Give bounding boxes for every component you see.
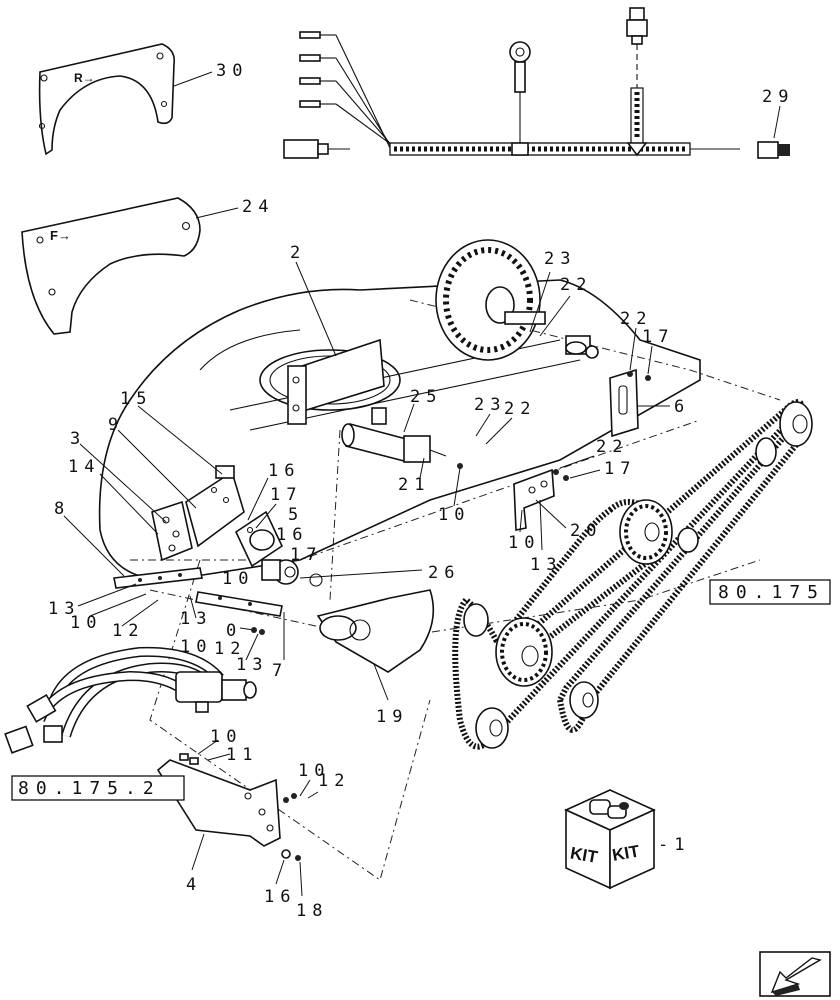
- part-30-rear-shield: R→: [38, 43, 213, 156]
- callout-5: 5: [288, 505, 304, 525]
- harness-pins: [299, 31, 397, 149]
- ref-left-label[interactable]: 80.175.2: [18, 778, 161, 799]
- callout-10c: 10: [222, 569, 254, 589]
- callout-8: 8: [54, 499, 70, 519]
- callout-2: 2: [290, 243, 306, 263]
- sprocket-small-left: [463, 603, 489, 637]
- callout-12a: 12: [112, 621, 144, 641]
- callout-13c: 13: [180, 609, 212, 629]
- sensor-connector: [626, 7, 648, 157]
- callout-22c: 22: [504, 399, 536, 419]
- arrow-next-page-icon[interactable]: [759, 951, 831, 997]
- callout-3: 3: [70, 429, 86, 449]
- callout-6: 6: [674, 397, 690, 417]
- part-24-front-shield: F→: [21, 197, 239, 335]
- ref-right-label[interactable]: 80.175: [718, 582, 825, 603]
- kit-box-icon[interactable]: KIT KIT: [564, 789, 656, 890]
- callout-4: 4: [186, 875, 202, 895]
- callout-10g: 10: [298, 761, 330, 781]
- callout-0: 0: [226, 621, 242, 641]
- callout-12c: 12: [318, 771, 350, 791]
- sprocket-center: [619, 499, 673, 565]
- callout-26: 26: [428, 563, 460, 583]
- callout-12b: 12: [214, 639, 246, 659]
- callout-21: 21: [398, 475, 430, 495]
- callout-22a: 22: [560, 275, 592, 295]
- part-5-motor-mount: [234, 510, 284, 568]
- part-19-shield: [316, 589, 435, 701]
- callout-7: 7: [272, 661, 288, 681]
- part-8-rail: [63, 515, 203, 589]
- callout-19: 19: [376, 707, 408, 727]
- sprocket-large-left: [495, 617, 553, 687]
- sprocket-upper-right: [779, 401, 813, 447]
- sprocket-mid-right: [755, 437, 777, 467]
- chain-drive: [452, 399, 813, 750]
- kit-label-b: KIT: [611, 841, 642, 865]
- callout-17c: 17: [270, 485, 302, 505]
- part-20-bracket: [513, 455, 601, 551]
- callout-16a: 16: [268, 461, 300, 481]
- callout-10b: 10: [508, 533, 540, 553]
- part-10-strap: [195, 591, 283, 617]
- callout-10d: 10: [70, 613, 102, 633]
- part-3-plate: [151, 500, 193, 562]
- callout-22b: 22: [620, 309, 652, 329]
- large-drive-wheel: [435, 239, 546, 361]
- ring-terminal: [509, 41, 531, 156]
- rear-bracket-label: R→: [74, 71, 95, 85]
- callout-18: 18: [296, 901, 328, 921]
- callout-24: 24: [242, 197, 274, 217]
- callout-10f: 10: [210, 727, 242, 747]
- part-6-plate: [609, 327, 670, 438]
- callout-17b: 17: [604, 459, 636, 479]
- callout-16b: 16: [276, 525, 308, 545]
- part-9-plate: [185, 465, 245, 548]
- part-26-pulley: [261, 559, 423, 587]
- part-29-plug: [757, 105, 790, 159]
- front-bracket-label: F→: [50, 228, 71, 243]
- callout-25: 25: [410, 387, 442, 407]
- callout-9: 9: [108, 415, 124, 435]
- callout-30: 30: [216, 61, 248, 81]
- callout-17d: 17: [290, 545, 322, 565]
- callout-23a: 23: [544, 249, 576, 269]
- sprocket-bottom-left: [475, 707, 509, 749]
- part-25-cylinder: [341, 403, 447, 464]
- callout-10a: 10: [438, 505, 470, 525]
- kit-label-a: KIT: [569, 843, 600, 867]
- callout-13a: 13: [530, 555, 562, 575]
- hydraulic-motor: [175, 671, 257, 713]
- ref-box-left[interactable]: [11, 775, 185, 801]
- callout-kit: -1: [658, 835, 690, 855]
- callout-29: 29: [762, 87, 794, 107]
- harness-left-plug: [283, 139, 319, 159]
- ref-box-right[interactable]: [709, 579, 831, 605]
- wiring-harness: [283, 7, 790, 159]
- part-4-bracket: [156, 759, 281, 871]
- idler-wheel: [677, 527, 699, 553]
- bearing-assembly: [529, 271, 599, 359]
- callout-16c: 16: [264, 887, 296, 907]
- callout-20: 20: [570, 521, 602, 541]
- callout-13d: 13: [236, 655, 268, 675]
- callout-15: 15: [120, 389, 152, 409]
- callout-17a: 17: [642, 327, 674, 347]
- part-2-bracket: [287, 261, 385, 425]
- callout-14: 14: [68, 457, 100, 477]
- callout-13b: 13: [48, 599, 80, 619]
- sprocket-bottom-right: [569, 681, 599, 719]
- callout-23b: 23: [474, 395, 506, 415]
- callout-11: 11: [226, 745, 258, 765]
- callout-22d: 22: [596, 437, 628, 457]
